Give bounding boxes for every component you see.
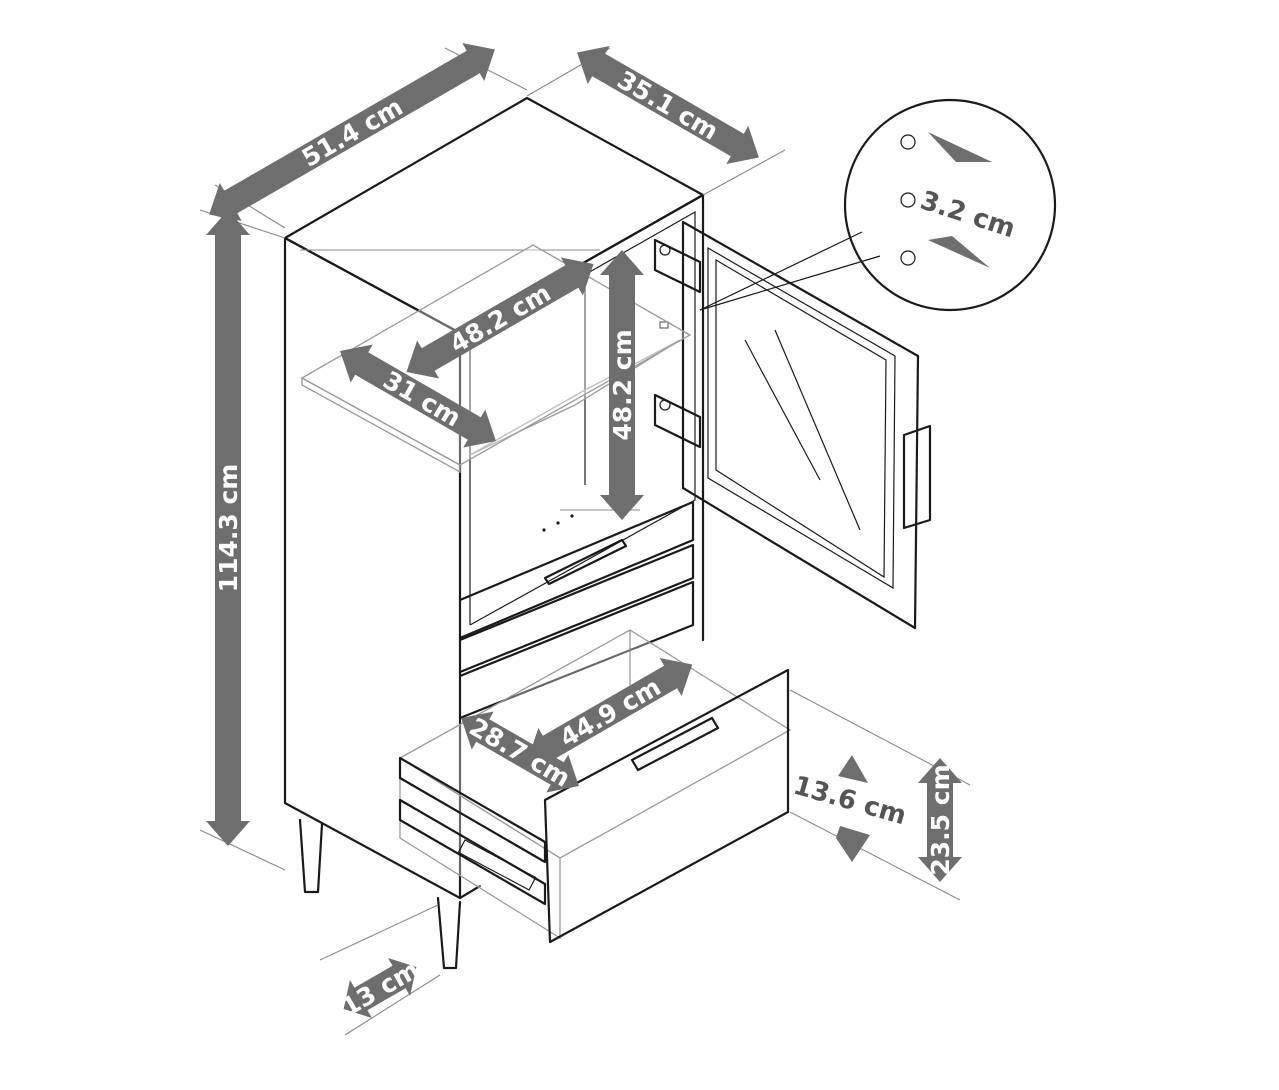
- dimension-label: 13.6 cm: [790, 771, 910, 832]
- dimension-label: 48.2 cm: [608, 329, 637, 440]
- extension-lines: [199, 47, 971, 1036]
- dimension-label: 114.3 cm: [214, 464, 243, 593]
- open-drawer: [398, 629, 792, 944]
- open-glass-door: [653, 220, 932, 630]
- shelf-hole-detail-callout: [699, 98, 1057, 312]
- dimension-label: 23.5 cm: [926, 764, 955, 875]
- dimension-label: 35.1 cm: [612, 65, 723, 146]
- dimension-label: 51.4 cm: [297, 92, 408, 173]
- dimension-drawer-front-height: 23.5 cm: [918, 758, 962, 882]
- dimension-height: 114.3 cm: [206, 210, 250, 846]
- dimension-top-width: 51.4 cm: [209, 42, 495, 222]
- shelf-hole-icon: [900, 134, 916, 150]
- dimension-top-depth: 35.1 cm: [577, 45, 759, 165]
- shelf-hole-icon: [900, 250, 916, 266]
- closed-drawers: [458, 500, 695, 720]
- glass-shelf-floating: [300, 244, 692, 474]
- dimension-drawer-inner-height: 13.6 cm: [790, 755, 910, 862]
- dimension-leg-height: 13 cm: [336, 955, 424, 1022]
- cabinet-legs: [298, 818, 462, 970]
- shelf-hole-icon: [900, 192, 916, 208]
- dimension-hole-spacing: 3.2 cm: [917, 186, 1019, 245]
- dimension-compartment-height: 48.2 cm: [600, 250, 644, 520]
- dimension-label: 3.2 cm: [917, 186, 1019, 245]
